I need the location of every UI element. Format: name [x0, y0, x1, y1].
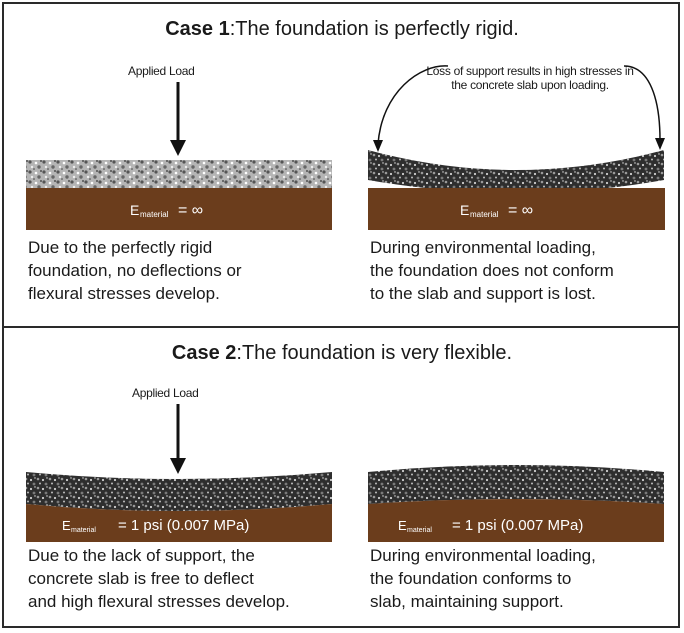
case1-heading-text: :The foundation is perfectly rigid.	[229, 18, 519, 40]
case2-right-foundation	[368, 499, 664, 542]
case1-heading: Case 1:The foundation is perfectly rigid…	[0, 18, 684, 41]
case2-left-caption: Due to the lack of support, the concrete…	[28, 546, 290, 611]
case1-left-e-subscript: material	[140, 210, 169, 219]
case1-left-concrete-slab	[26, 160, 332, 188]
case1-right-foundation	[368, 188, 665, 230]
case1-left-e-value: = ∞	[178, 202, 203, 219]
case1-right-e-value: = ∞	[508, 202, 533, 219]
case2-left-deflected-slab	[26, 472, 332, 511]
case1-right-e-subscript: material	[470, 210, 499, 219]
case1-right-curled-slab	[368, 150, 664, 193]
case2-heading-text: :The foundation is very flexible.	[236, 342, 513, 364]
case1-left-caption: Due to the perfectly rigid foundation, n…	[28, 238, 242, 303]
case2-right-e-symbol: E	[398, 518, 407, 533]
case2-heading-label: Case 2	[171, 342, 237, 364]
case2-right-slab	[368, 465, 664, 504]
case1-arrow-head	[170, 140, 186, 156]
case2-left-e-subscript: material	[71, 527, 96, 534]
case2-left-e-symbol: E	[62, 518, 71, 533]
case1-right-e-symbol: E	[460, 202, 469, 218]
case1-left-e-symbol: E	[130, 202, 139, 218]
case1-left-foundation	[26, 188, 332, 230]
case1-left-curved-arrow	[377, 65, 449, 145]
case2-right-caption: During environmental loading, the founda…	[370, 546, 596, 611]
case1-applied-load-label: Applied Load	[128, 64, 195, 78]
case1-right-curved-arrow-head	[655, 138, 665, 150]
case2-applied-load-label: Applied Load	[132, 386, 199, 400]
case1-right-caption: During environmental loading, the founda…	[370, 238, 614, 303]
case-divider	[2, 326, 680, 328]
case2-right-e-subscript: material	[407, 527, 432, 534]
case1-right-curved-arrow	[623, 65, 661, 141]
case2-left-foundation	[26, 504, 332, 542]
case2-heading: Case 2:The foundation is very flexible.	[0, 342, 684, 365]
case2-right-e-value: = 1 psi (0.007 MPa)	[452, 517, 583, 534]
case1-heading-label: Case 1	[165, 18, 230, 40]
case2-arrow-head	[170, 458, 186, 474]
case2-left-e-value: = 1 psi (0.007 MPa)	[118, 517, 249, 534]
case1-loss-of-support-annotation: Loss of support results in high stresses…	[426, 64, 634, 92]
case1-left-curved-arrow-head	[373, 140, 383, 152]
